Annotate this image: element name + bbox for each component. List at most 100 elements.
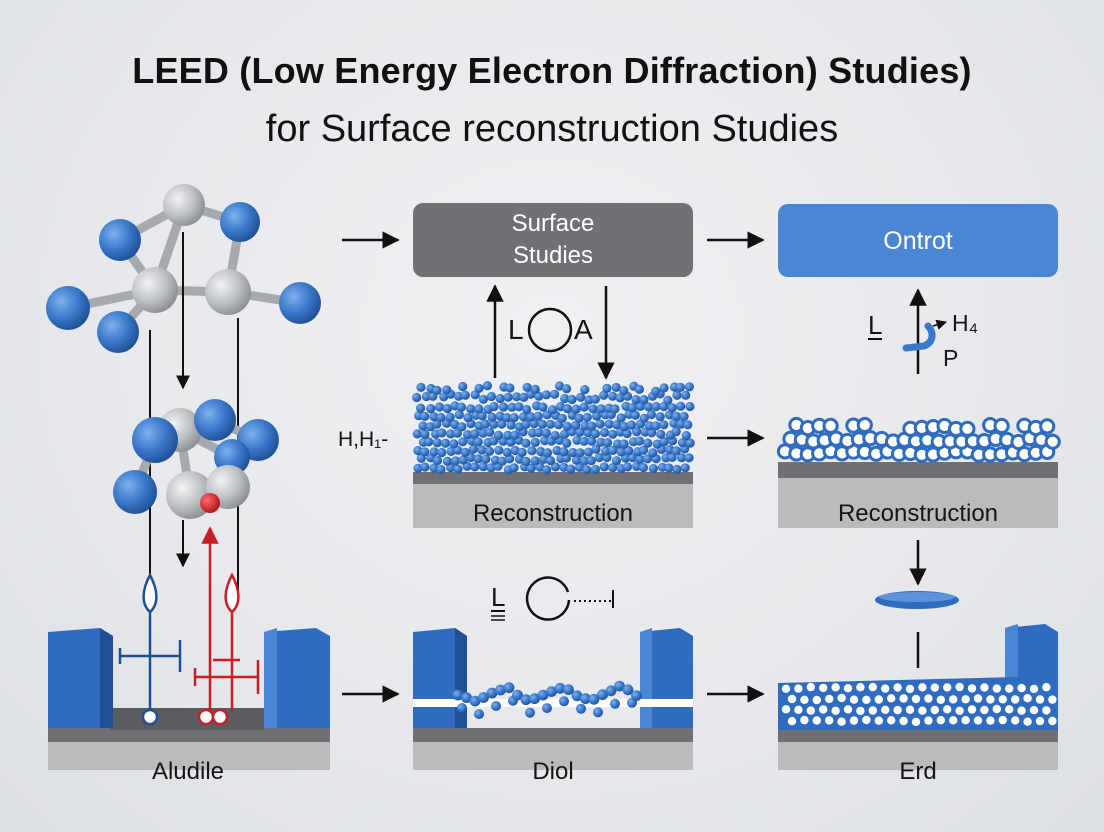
atom-center (681, 390, 691, 400)
atom-center (610, 404, 620, 414)
dot-erd (998, 695, 1007, 704)
atom-center (675, 382, 686, 392)
atom-center (590, 464, 601, 475)
atom-center (580, 385, 590, 395)
dot-erd (1017, 683, 1026, 693)
dot-erd (1029, 706, 1039, 715)
atom-center (647, 428, 657, 438)
atom-diol (469, 695, 481, 707)
atom-center (624, 446, 634, 456)
atom-center (567, 394, 577, 405)
floating-disk (875, 591, 959, 609)
atom-center (446, 429, 456, 439)
atom-center (511, 392, 522, 402)
dot-erd (874, 695, 883, 704)
atom-center (458, 437, 468, 447)
atom-center (494, 430, 504, 440)
atom-center (550, 430, 560, 441)
atom-center (672, 464, 682, 474)
dot-erd (936, 716, 945, 725)
slab-center-top (413, 472, 693, 484)
atom-center (583, 447, 594, 457)
atom-center (486, 463, 496, 473)
dot-erd (992, 684, 1001, 693)
atom-center (482, 381, 492, 391)
atom-center (582, 412, 592, 422)
dot-erd (930, 705, 939, 715)
atom-center (685, 438, 695, 448)
caption-erd: Erd (899, 758, 937, 785)
dot-erd (905, 705, 915, 714)
atom-diol (542, 703, 552, 714)
atom-diol (580, 693, 591, 705)
atom-center (646, 409, 657, 420)
dot-erd (862, 715, 871, 725)
dot-erd (911, 717, 921, 727)
atom-center (534, 391, 544, 401)
atom-diol (495, 684, 506, 696)
atom-center (619, 439, 629, 449)
dot-erd (849, 695, 859, 704)
atom-center (685, 401, 695, 412)
atom-center (509, 463, 519, 473)
atom-center (494, 445, 504, 455)
surface-studies-line-1: Surface (511, 210, 595, 237)
atom-diol (554, 682, 566, 694)
dot-erd (924, 694, 933, 703)
atom-center (602, 383, 612, 393)
dot-erd (905, 684, 915, 694)
dot-erd (911, 694, 921, 704)
dot-erd (992, 704, 1001, 714)
slab-center-base (413, 482, 693, 528)
atom-center (550, 462, 561, 472)
dot-erd (918, 706, 927, 715)
atom-center (611, 456, 622, 466)
dot-erd (899, 716, 908, 726)
atom-center (503, 430, 513, 440)
atom-center (522, 404, 532, 415)
flow-arrows (342, 231, 927, 703)
atom-center (634, 384, 645, 394)
dot-erd (787, 717, 797, 726)
atom-center (489, 401, 499, 412)
atom-center (643, 402, 654, 412)
atom-center (638, 445, 649, 455)
atom-center (587, 421, 597, 431)
atom-center (583, 428, 593, 438)
ring-right (993, 417, 1010, 435)
atom-center (622, 428, 632, 439)
loa-label-a: A (574, 314, 593, 345)
atom-center (432, 455, 443, 466)
atom-center (643, 438, 653, 448)
dot-erd (980, 683, 989, 692)
h4-label: H₄ (952, 310, 978, 336)
atom-center (630, 410, 640, 420)
dot-erd (961, 695, 970, 704)
atom-center (505, 383, 515, 393)
atom-center (671, 411, 682, 421)
atom-center (538, 402, 548, 412)
atom-center (420, 462, 430, 472)
dot-erd (1017, 706, 1026, 715)
atom-center (442, 385, 452, 395)
atom-center (568, 447, 578, 458)
atom-center (451, 456, 461, 466)
atom-center (648, 464, 659, 474)
atom-center (541, 428, 551, 438)
atom-center (571, 420, 581, 430)
atom-center (445, 412, 455, 422)
atom-center (522, 382, 532, 392)
atom-diol (491, 701, 501, 711)
atom-center (421, 391, 431, 402)
dot-erd (973, 716, 983, 725)
ontrot-box: Ontrot (778, 204, 1058, 277)
atom-center (608, 463, 618, 473)
dot-erd (887, 716, 896, 725)
atom-center (534, 428, 544, 438)
diol-band (413, 699, 693, 707)
atom-center (449, 439, 459, 449)
atom-diol (537, 689, 549, 701)
atom-center (599, 390, 609, 400)
atom-center (456, 402, 466, 412)
